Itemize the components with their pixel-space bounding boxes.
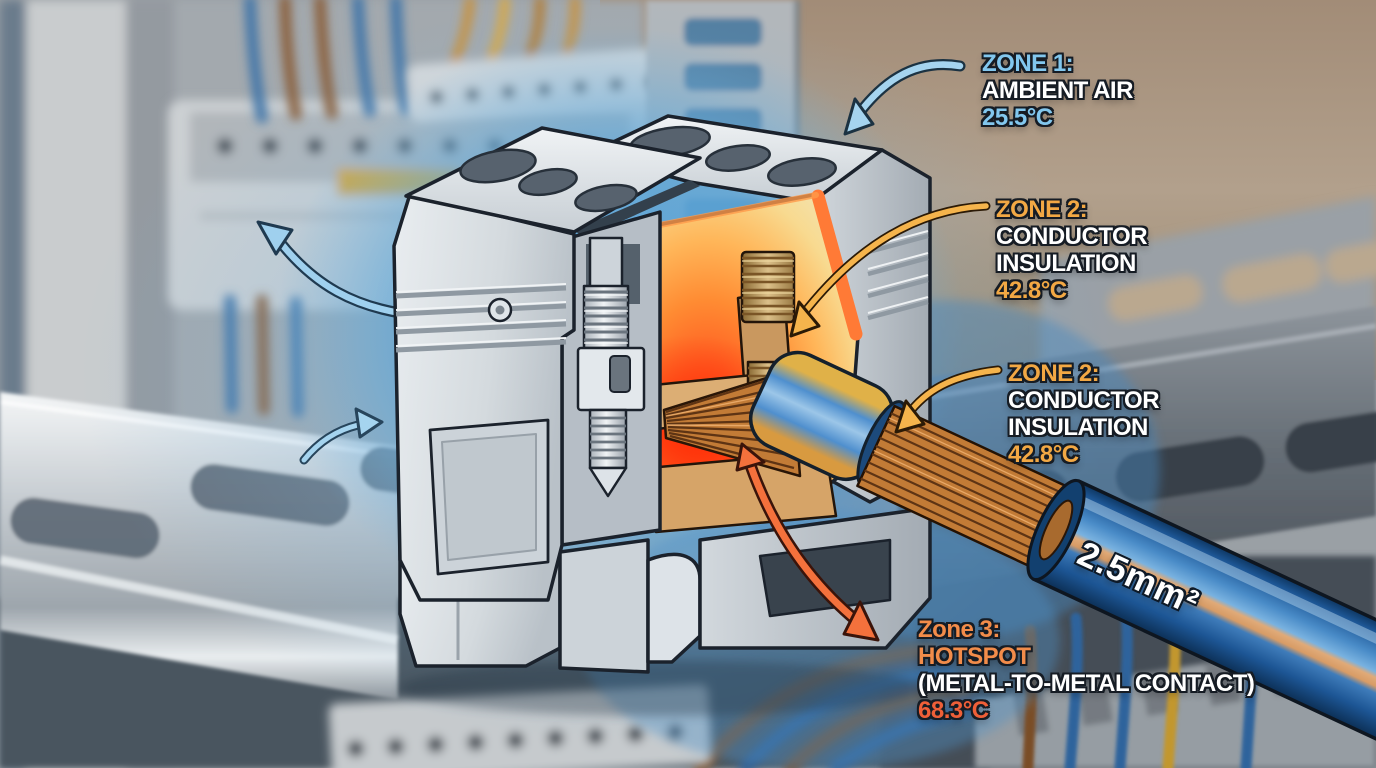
terminal-block-front: [392, 126, 702, 602]
zone1-pointer-arrow-icon: [843, 59, 966, 136]
zone3-line2: (METAL-TO-METAL CONTACT): [918, 670, 1255, 697]
zone2-upper-pointer-arrow-icon: [789, 201, 991, 338]
block-gap: [574, 180, 700, 238]
zone2-lower-pointer-arrow-icon: [894, 365, 1003, 434]
zone1-label: ZONE 1: AMBIENT AIR 25.5°C: [982, 50, 1133, 131]
zone2-lower-line1: CONDUCTOR: [1008, 387, 1160, 414]
conductor-wire: [1026, 478, 1376, 768]
zone1-temperature: 25.5°C: [982, 104, 1053, 131]
zone2-lower-title: ZONE 2:: [1008, 360, 1100, 387]
clamp-screw-front: [576, 236, 646, 498]
airflow-arrow-right-icon: [299, 407, 384, 465]
zone3-pointer-arrow-icon: [735, 442, 880, 642]
zone3-temperature: 68.3°C: [918, 697, 989, 724]
zone1-title: ZONE 1:: [982, 50, 1074, 77]
zone2-lower-label: ZONE 2: CONDUCTOR INSULATION 42.8°C: [1008, 360, 1160, 468]
zone2-lower-line2: INSULATION: [1008, 414, 1148, 441]
zone3-line1: HOTSPOT: [918, 643, 1031, 670]
zone2-upper-title: ZONE 2:: [996, 196, 1088, 223]
zone3-title: Zone 3:: [918, 616, 1000, 643]
zone3-label: Zone 3: HOTSPOT (METAL-TO-METAL CONTACT)…: [918, 616, 1255, 724]
zone2-upper-line2: INSULATION: [996, 250, 1136, 277]
zone1-line: AMBIENT AIR: [982, 77, 1133, 104]
zone2-upper-line1: CONDUCTOR: [996, 223, 1148, 250]
zone2-upper-label: ZONE 2: CONDUCTOR INSULATION 42.8°C: [996, 196, 1148, 304]
zone2-upper-temperature: 42.8°C: [996, 277, 1067, 304]
zone2-lower-temperature: 42.8°C: [1008, 441, 1079, 468]
